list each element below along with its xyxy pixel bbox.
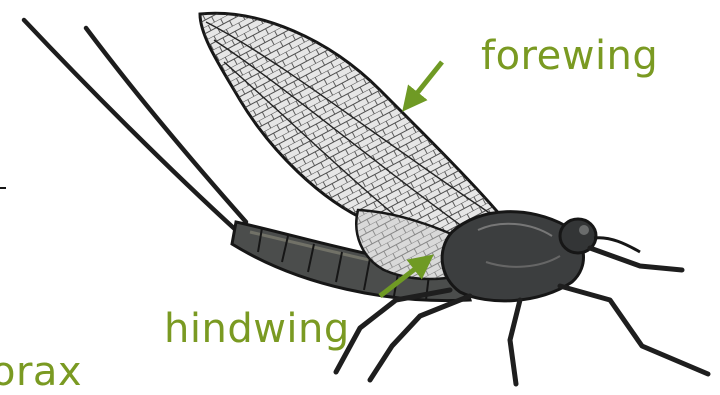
forewing-arrow bbox=[410, 62, 442, 102]
hindwing-label: hindwing bbox=[164, 309, 350, 349]
head bbox=[560, 219, 640, 253]
forewing-shape bbox=[200, 13, 506, 238]
thorax-label: orax bbox=[0, 352, 82, 392]
forewing-label: forewing bbox=[481, 36, 658, 76]
